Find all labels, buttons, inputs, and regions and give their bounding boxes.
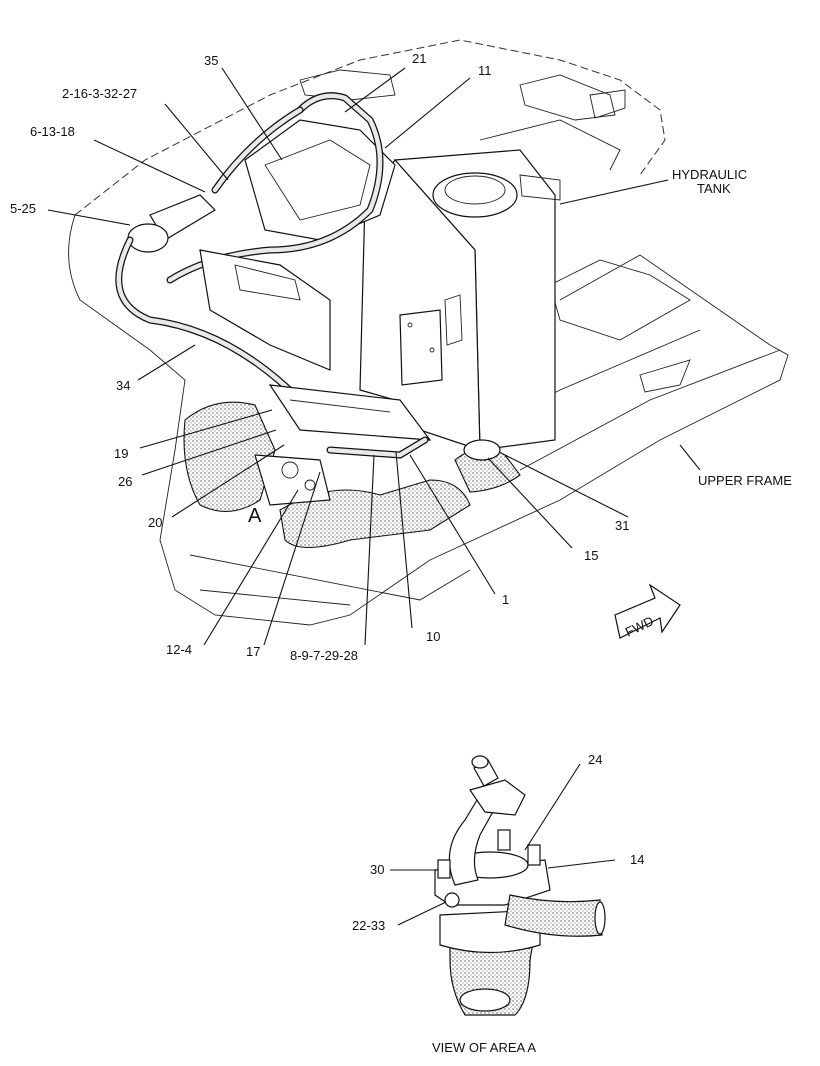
callout-19: 19 [114,446,128,461]
area-a-pump-drawing [183,401,521,548]
callout-34: 34 [116,378,130,393]
callout-11: 11 [478,63,492,78]
view-area-a-caption: VIEW OF AREA A [432,1040,536,1055]
callout-21: 21 [412,51,426,66]
view-area-a-drawing [434,755,606,1016]
callout-24: 24 [588,752,602,767]
forward-arrow [614,583,681,639]
callout-12-4: 12-4 [166,642,192,657]
area-a-marker: A [248,505,262,527]
callout-22-33: 22-33 [352,918,385,933]
callout-8-9-7-29-28: 8-9-7-29-28 [290,648,358,663]
hydraulic-tank-drawing [359,149,561,451]
leader-lines [47,67,701,926]
callout-2-16-3-32-27: 2-16-3-32-27 [62,86,137,101]
callout-1: 1 [502,592,509,607]
callout-15: 15 [584,548,598,563]
callout-20: 20 [148,515,162,530]
pump-assembly-drawing [115,92,432,459]
callout-35: 35 [204,53,218,68]
callout-30: 30 [370,862,384,877]
hydraulic-tank-label-line2: TANK [697,181,731,196]
upper-frame-label: UPPER FRAME [698,473,792,488]
callout-31: 31 [615,518,629,533]
hydraulic-tank-label-line1: HYDRAULIC [672,167,747,182]
callout-14: 14 [630,852,644,867]
callout-5-25: 5-25 [10,201,36,216]
callout-17: 17 [246,644,260,659]
callout-6-13-18: 6-13-18 [30,124,75,139]
callout-26: 26 [118,474,132,489]
callout-10: 10 [426,629,440,644]
